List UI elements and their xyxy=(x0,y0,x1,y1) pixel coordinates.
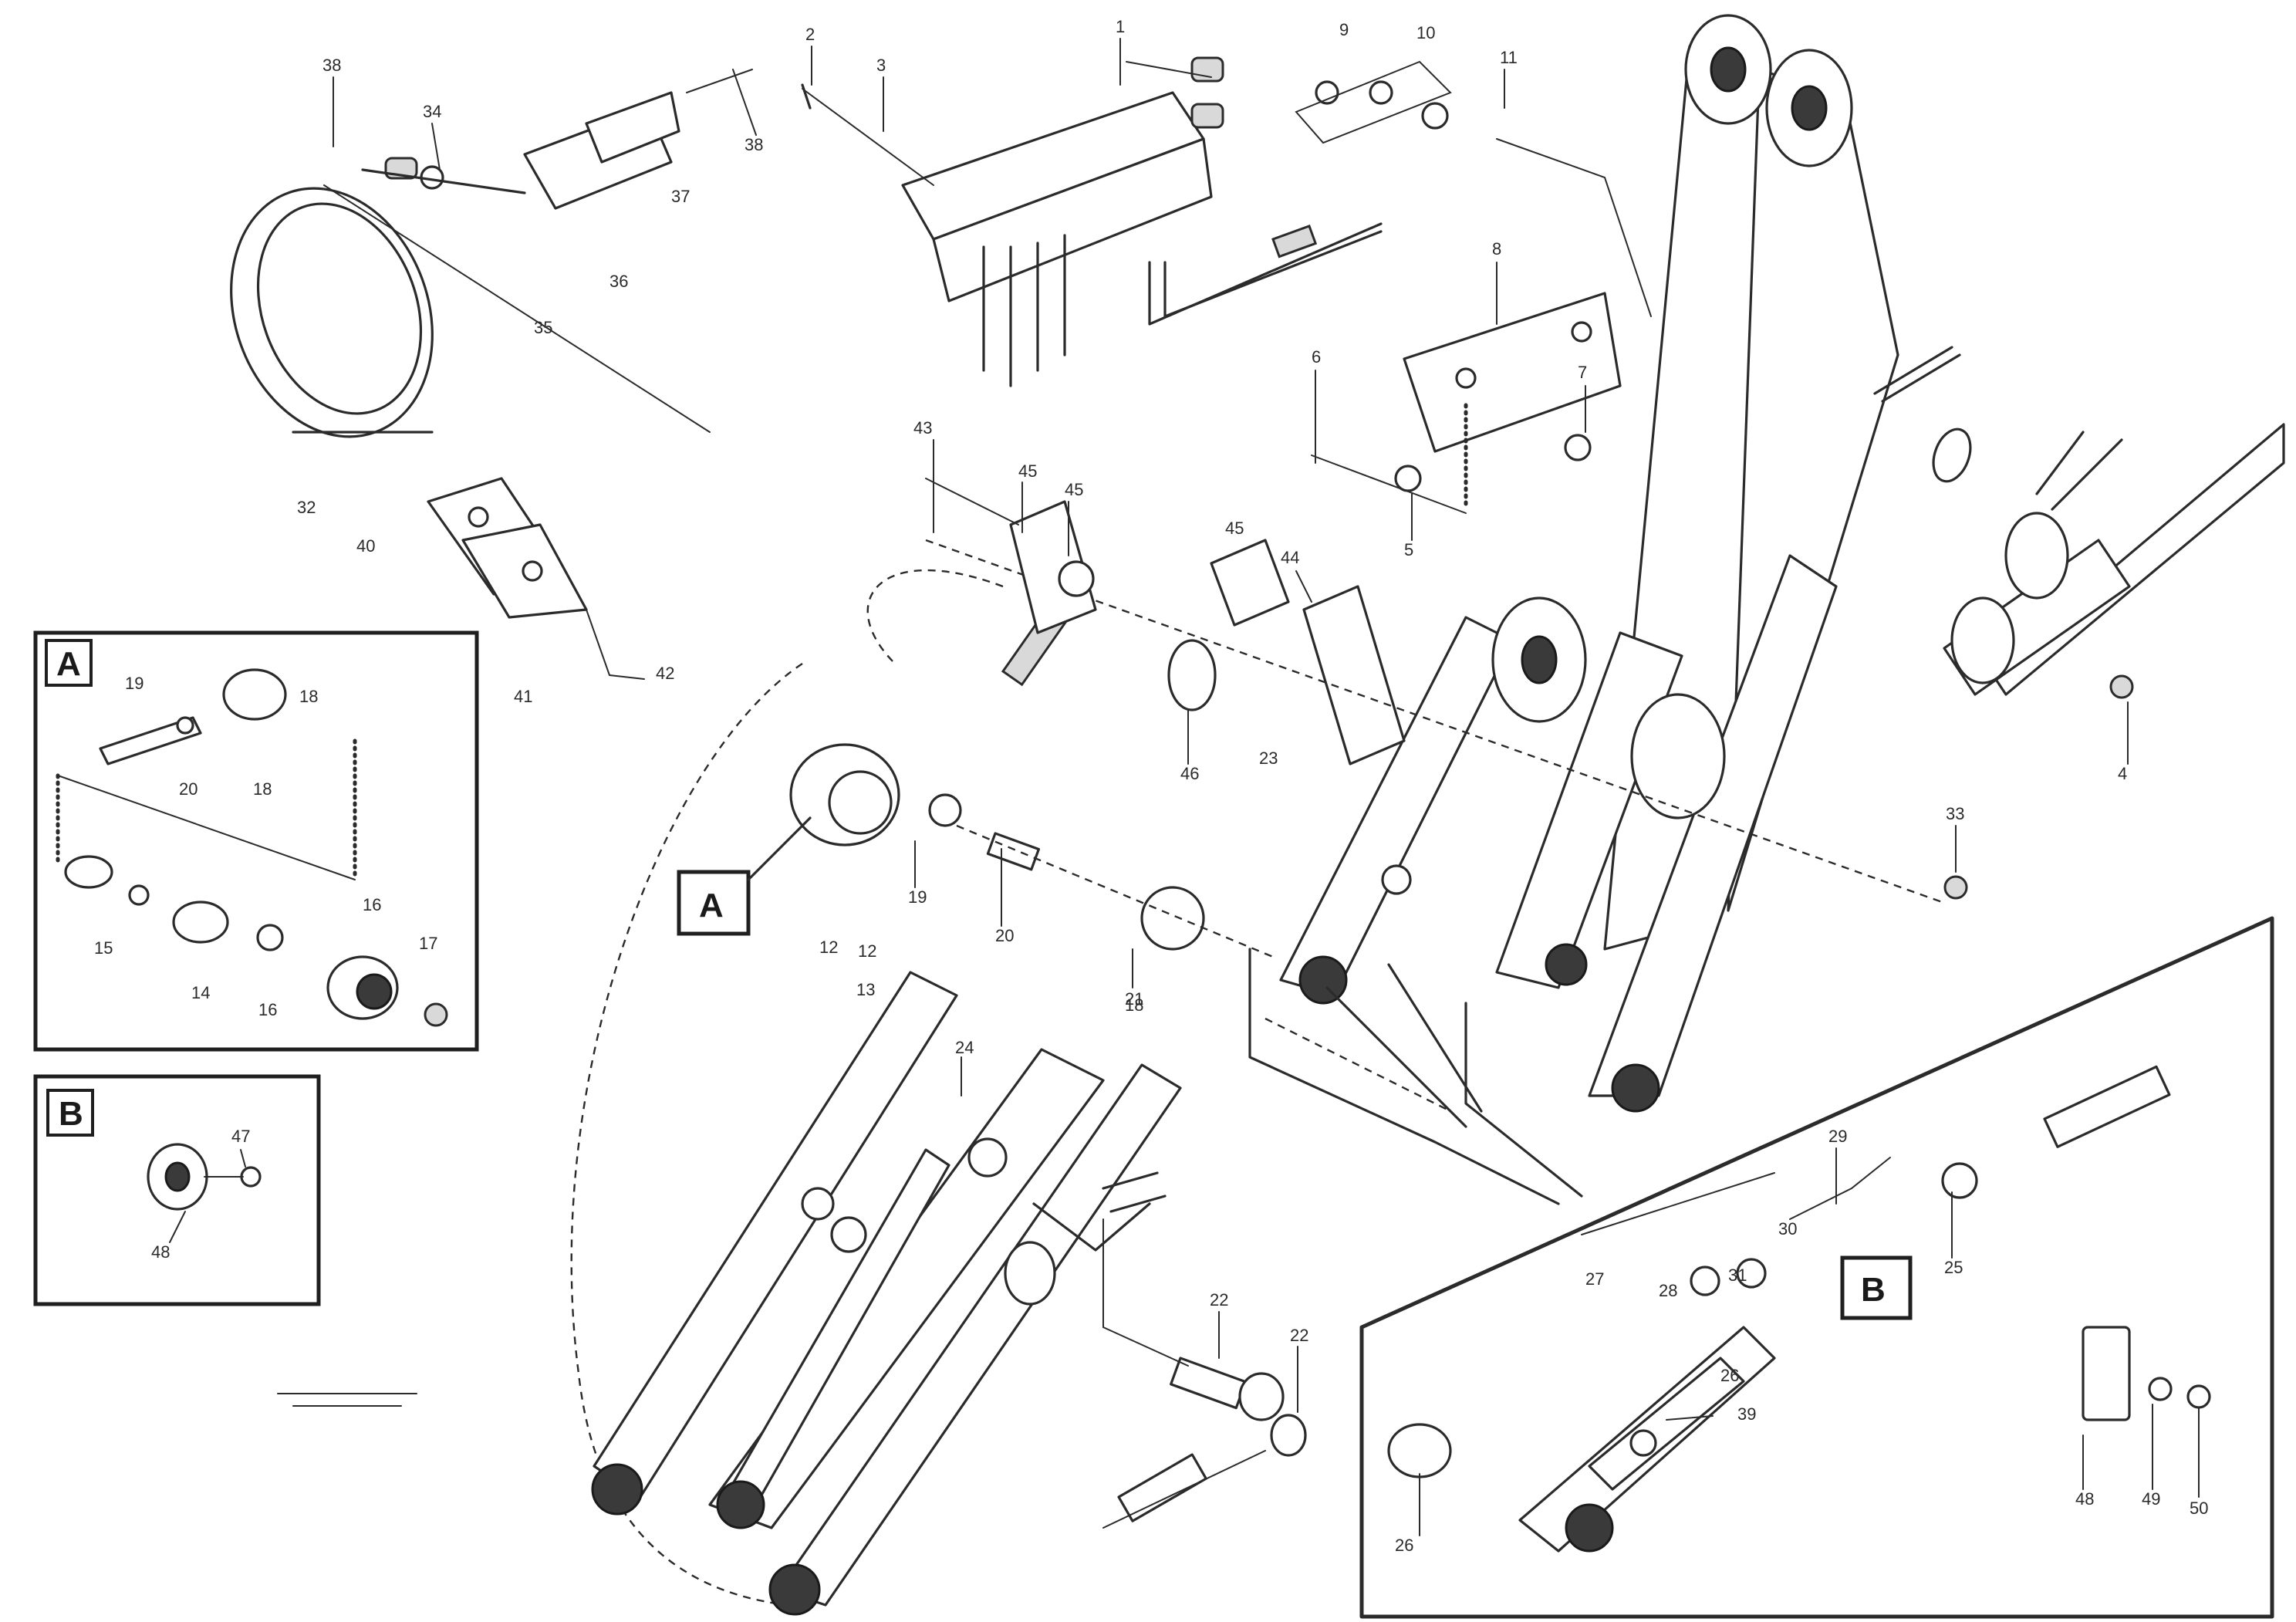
callout-46: 46 xyxy=(1180,764,1199,783)
lower-pins xyxy=(1102,1218,1307,1529)
inset-a-callout-18-b: 18 xyxy=(299,687,318,706)
callout-22-a: 22 xyxy=(1210,1290,1228,1309)
inset-leaders xyxy=(1248,948,1583,1205)
callout-2: 2 xyxy=(805,25,815,44)
callout-19: 19 xyxy=(908,887,927,907)
callout-45-b: 45 xyxy=(1065,480,1083,499)
callout-45-c: 45 xyxy=(1225,519,1244,538)
arm-link-detail-view xyxy=(591,971,1182,1616)
inset-a-callout-14: 14 xyxy=(191,983,210,1002)
callout-8: 8 xyxy=(1492,239,1501,259)
clamp-brackets-center xyxy=(925,478,1290,634)
reference-swoops xyxy=(570,569,1451,1607)
inset-a-callout-15: 15 xyxy=(94,938,113,958)
callout-21: 21 xyxy=(1125,989,1143,1009)
callout-33: 33 xyxy=(1946,804,1964,823)
hydraulic-pipe-top xyxy=(1148,222,1383,326)
callout-25: 25 xyxy=(1944,1258,1963,1277)
hose-clamp-ring xyxy=(230,184,711,438)
callout-12-a: 12 xyxy=(819,938,838,957)
callout-34: 34 xyxy=(423,102,441,121)
callout-28: 28 xyxy=(1659,1281,1677,1300)
callout-24: 24 xyxy=(955,1038,974,1057)
callout-4: 4 xyxy=(2118,764,2127,783)
callout-18: 18 xyxy=(1125,995,1143,1015)
valve-block xyxy=(801,56,1224,387)
marker-a-frame xyxy=(677,870,751,936)
inset-a-callout-19: 19 xyxy=(125,674,144,693)
callout-48: 48 xyxy=(2075,1489,2094,1509)
callout-22-b: 22 xyxy=(1290,1326,1308,1345)
callout-36: 36 xyxy=(609,272,628,291)
marker-b-label: B xyxy=(1861,1271,1886,1309)
inset-detail-bottom-right xyxy=(1359,916,2274,1619)
hose-guide-bracket xyxy=(427,477,645,680)
inset-a-callout-16-b: 16 xyxy=(258,1000,277,1019)
callout-leaders xyxy=(169,38,2200,1536)
fittings-top-right xyxy=(1295,60,1652,317)
callout-20: 20 xyxy=(995,926,1014,945)
callout-32: 32 xyxy=(297,498,316,517)
inset-b-callout-48: 48 xyxy=(151,1242,170,1262)
inset-a-callout-18: 18 xyxy=(253,779,272,799)
callout-49: 49 xyxy=(2142,1489,2160,1509)
hydraulic-cylinder xyxy=(1932,423,2285,900)
inset-a-letter: A xyxy=(56,645,81,683)
callout-38-b: 38 xyxy=(745,135,763,154)
callout-50: 50 xyxy=(2190,1499,2208,1518)
callout-44: 44 xyxy=(1281,548,1299,567)
detail-box-a xyxy=(33,630,479,1052)
callout-7: 7 xyxy=(1578,363,1587,382)
callout-39: 39 xyxy=(1737,1404,1756,1424)
callout-41: 41 xyxy=(514,687,532,706)
callout-29: 29 xyxy=(1828,1127,1847,1146)
callout-11: 11 xyxy=(1500,48,1518,67)
callout-31: 31 xyxy=(1728,1265,1747,1285)
callout-30: 30 xyxy=(1778,1219,1797,1238)
callout-42: 42 xyxy=(656,664,674,683)
callout-5: 5 xyxy=(1404,540,1413,559)
mounting-plate xyxy=(1311,292,1622,514)
drawing-reference xyxy=(277,1393,417,1407)
marker-a-label: A xyxy=(699,887,724,924)
callout-6: 6 xyxy=(1312,347,1321,367)
callout-38-a: 38 xyxy=(322,56,341,75)
callout-45-a: 45 xyxy=(1018,461,1037,481)
callout-1: 1 xyxy=(1116,17,1125,36)
callout-9: 9 xyxy=(1339,20,1349,39)
inset-a-callout-17: 17 xyxy=(419,934,437,953)
callout-35: 35 xyxy=(534,318,552,337)
inset-b-callout-47: 47 xyxy=(231,1127,250,1146)
callout-26-b: 26 xyxy=(1395,1536,1413,1555)
callout-3: 3 xyxy=(876,56,886,75)
callout-27: 27 xyxy=(1585,1269,1604,1289)
part-callouts: 38 34 38 37 36 35 2 3 1 9 10 11 8 7 6 5 … xyxy=(94,17,2208,1555)
inset-a-callout-16-a: 16 xyxy=(363,895,381,914)
inset-a-callout-20: 20 xyxy=(179,779,198,799)
callout-40: 40 xyxy=(356,536,375,556)
callout-26-a: 26 xyxy=(1720,1366,1739,1385)
callout-23: 23 xyxy=(1259,748,1278,768)
bracket-assembly-top-left xyxy=(361,69,757,210)
callout-43: 43 xyxy=(913,418,932,438)
callout-37: 37 xyxy=(671,187,690,206)
linkage-rods xyxy=(1279,554,1838,1113)
detail-box-b xyxy=(33,1074,321,1306)
callout-10: 10 xyxy=(1416,23,1435,42)
inset-b-letter: B xyxy=(59,1095,83,1133)
marker-b-frame xyxy=(1840,1255,1913,1320)
callout-13: 13 xyxy=(856,980,875,999)
callout-12-b: 12 xyxy=(858,941,876,961)
